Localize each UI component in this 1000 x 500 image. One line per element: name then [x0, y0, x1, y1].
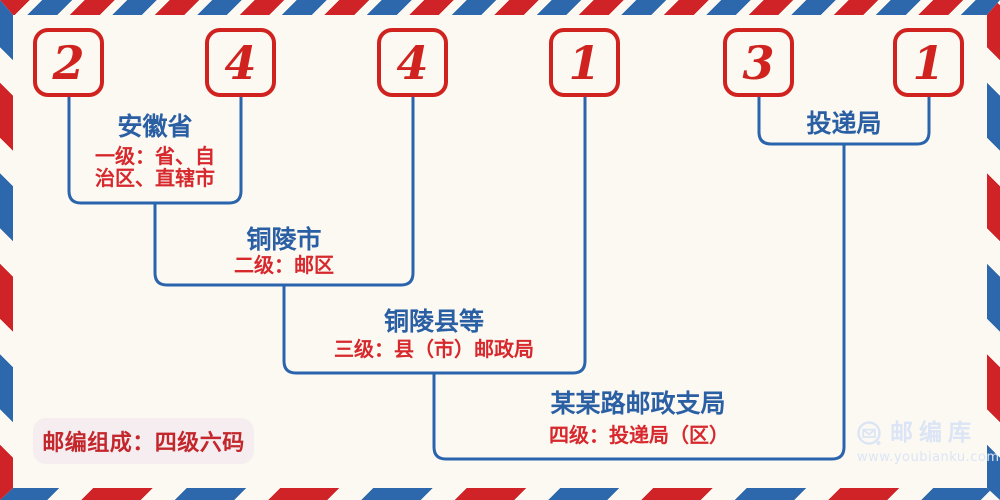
bracket-level-4 — [432, 144, 846, 461]
postal-code-composition-badge: 邮编组成：四级六码 — [33, 418, 254, 464]
youbianku-watermark: 邮编库 www.youbianku.com — [857, 420, 1000, 465]
postal-digit-box-6: 1 — [893, 28, 964, 97]
level-1-desc-line-2: 治区、直辖市 — [95, 166, 215, 190]
delivery-office-name: 投递局 — [806, 109, 882, 138]
level-1-desc: 一级：省、自 治区、直辖市 — [95, 145, 215, 189]
postal-digit-6: 1 — [912, 35, 945, 90]
level-2-desc: 二级：邮区 — [234, 253, 334, 277]
level-1-name: 安徽省 — [117, 112, 193, 141]
level-1-desc-line-1: 一级：省、自 — [95, 144, 215, 168]
postal-digit-box-2: 4 — [205, 28, 276, 97]
level-3-desc: 三级：县（市）邮政局 — [334, 337, 534, 361]
postal-digit-box-1: 2 — [33, 28, 104, 97]
level-4-name: 某某路邮政支局 — [550, 389, 726, 418]
badge-label: 邮编组成：四级六码 — [42, 431, 245, 456]
postal-digit-2: 4 — [224, 35, 257, 90]
level-4-desc: 四级：投递局（区） — [549, 423, 729, 447]
postal-digit-1: 2 — [52, 35, 85, 90]
postal-digit-box-5: 3 — [723, 28, 794, 97]
level-3-name: 铜陵县等 — [383, 307, 485, 336]
watermark-url: www.youbianku.com — [857, 449, 1000, 465]
watermark-brand: 邮编库 — [890, 420, 977, 446]
postal-digit-3: 4 — [396, 35, 429, 90]
postal-digit-box-3: 4 — [377, 28, 448, 97]
postal-digit-box-4: 1 — [549, 28, 620, 97]
level-2-name: 铜陵市 — [246, 225, 322, 254]
envelope-in-circle-icon — [857, 421, 881, 445]
postal-digit-4: 1 — [568, 35, 601, 90]
bracket-delivery-office — [757, 97, 931, 146]
postal-digit-5: 3 — [742, 35, 775, 90]
